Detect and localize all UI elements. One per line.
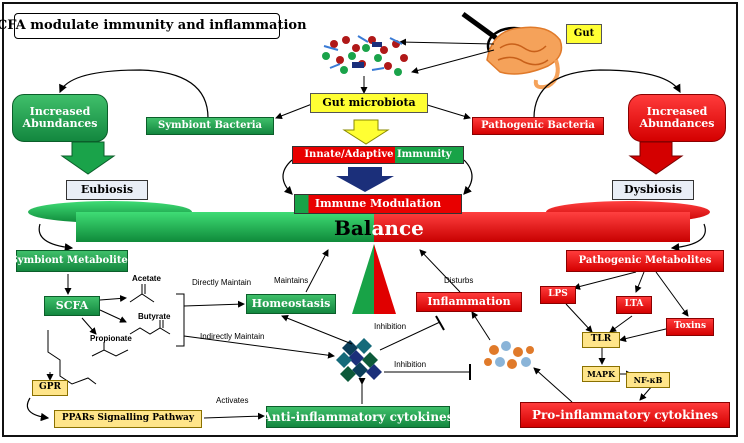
toxins-box: Toxins [666,318,714,336]
pro-inflammatory-cytokine-cluster [484,341,534,369]
anti-inflammatory-cytokine-cluster [336,338,382,382]
tlr-box: TLR [582,332,620,348]
nfkb-box: NF-κB [626,372,670,388]
inhibition-bottom-label: Inhibition [394,360,427,369]
propionate-structure [91,342,129,357]
gut-label: Gut [566,24,602,44]
title-box: SCFA modulate immunity and inflammation [0,13,307,39]
lta-box: LTA [616,296,652,314]
immune-modulation-box: Immune Modulation [294,194,462,214]
activates-label: Activates [216,396,249,405]
propionate-label: Propionate [90,334,132,343]
pathogenic-metabolites-box: Pathogenic Metabolites [566,250,724,272]
pathogenic-bacteria-box: Pathogenic Bacteria [472,117,604,135]
butyrate-structure [129,320,171,335]
pro-inflammatory-cytokines-box: Pro-inflammatory cytokines [520,402,730,428]
mapk-box: MAPK [582,366,620,382]
balance-right-text: ance [371,216,424,240]
homeostasis-box: Homeostasis [246,294,336,314]
symbiont-metabolites-box: Symbiont Metabolites [11,250,133,272]
title-text: SCFA modulate immunity and inflammation [0,18,307,34]
acetate-label: Acetate [132,274,161,283]
dysbiosis-box: Dysbiosis [612,180,694,200]
lps-box: LPS [540,286,576,304]
innate-adaptive-immunity-box: Innate/Adaptive Immunity [292,146,464,164]
disturbs-label: Disturbs [444,276,474,285]
indirectly-maintain-label: Indirectly Maintain [200,332,265,341]
directly-maintain-label: Directly Maintain [192,278,252,287]
scfa-box: SCFA [44,296,100,316]
ppars-signalling-pathway-box: PPARs Signalling Pathway [54,410,202,428]
symbiont-bacteria-box: Symbiont Bacteria [146,117,274,135]
long-chain-structure [47,330,97,385]
eubiosis-box: Eubiosis [66,180,148,200]
gut-intestine-illustration [486,26,563,90]
increased-abundances-right: Increased Abundances [628,94,726,142]
balance-left-text: Bal [334,216,372,240]
inhibition-top-label: Inhibition [374,322,407,331]
inflammation-box: Inflammation [416,292,522,312]
gut-microbiota-box: Gut microbiota [310,93,428,113]
gpr-box: GPR [32,380,68,396]
increased-abundances-left: Increased Abundances [12,94,108,142]
figure-frame [2,2,738,437]
acetate-structure [129,284,155,303]
butyrate-label: Butyrate [138,312,171,321]
anti-inflammatory-cytokines-box: Anti-inflammatory cytokines [263,406,453,428]
maintains-label: Maintains [274,276,309,285]
microbiota-cluster-illustration [322,35,408,76]
